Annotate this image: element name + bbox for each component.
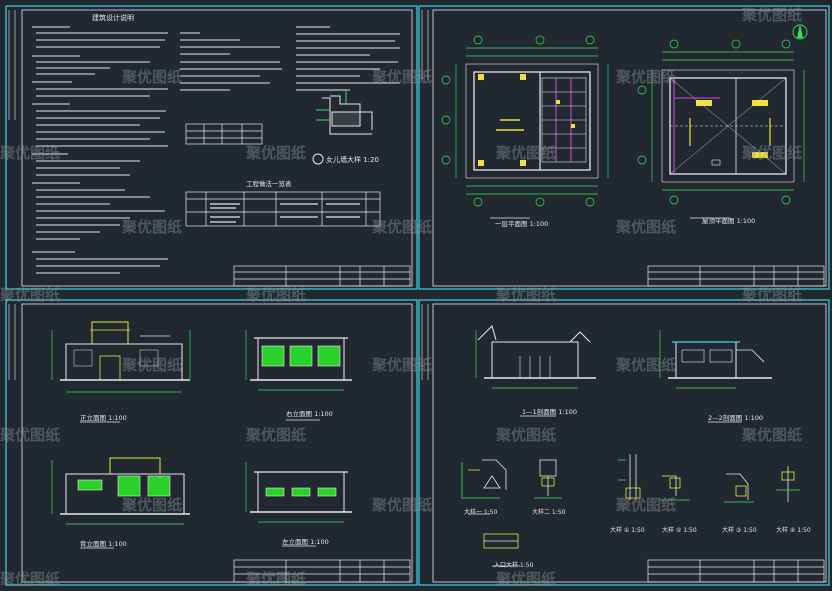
detail-3-caption: 大样 ① 1:50 [610, 526, 645, 534]
watermark-text: 聚优图纸 [245, 286, 306, 304]
right-elevation [245, 330, 352, 421]
parapet-detail [312, 90, 373, 165]
title-block [647, 265, 825, 287]
watermark-text: 聚优图纸 [615, 68, 676, 86]
parapet-detail-caption: 女儿墙大样 1:20 [326, 155, 379, 164]
watermark-text: 聚优图纸 [615, 218, 676, 236]
watermark-text: 聚优图纸 [245, 570, 306, 588]
right-elevation-caption: 右立面图 1:100 [286, 409, 333, 418]
north-arrow-icon [792, 24, 808, 40]
rear-elevation-caption: 背立面图 1:100 [80, 539, 127, 548]
left-elevation [245, 462, 352, 547]
title-block [647, 559, 825, 583]
watermark-text: 聚优图纸 [121, 68, 182, 86]
detail-2-caption: 大样二 1:50 [532, 508, 566, 516]
sheet-sections: 1—1剖面图 1:100 2—2剖面图 1:100 大样一 1:50 [418, 299, 830, 586]
watermark-text: 聚优图纸 [495, 570, 556, 588]
title-block [233, 265, 411, 287]
section-2-2-caption: 2—2剖面图 1:100 [708, 413, 763, 422]
sheet-frame [418, 5, 830, 290]
detail-6 [776, 466, 800, 502]
entry-detail-caption: 入口大样 1:50 [494, 561, 534, 569]
small-spec-table [185, 123, 263, 145]
watermark-text: 聚优图纸 [741, 286, 802, 304]
watermark-text: 聚优图纸 [495, 286, 556, 304]
detail-6-caption: 大样 ④ 1:50 [776, 526, 811, 534]
sheet-inner-border [21, 9, 413, 287]
notes-column-2 [180, 26, 400, 91]
watermark-text: 聚优图纸 [245, 144, 306, 162]
watermark-text: 聚优图纸 [495, 144, 556, 162]
watermark-text: 聚优图纸 [495, 426, 556, 444]
watermark-text: 聚优图纸 [0, 426, 60, 444]
watermark-text: 聚优图纸 [0, 144, 60, 162]
title-block [233, 559, 411, 583]
detail-4 [660, 475, 690, 501]
watermarks: 聚优图纸 聚优图纸 聚优图纸 聚优图纸 聚优图纸 聚优图纸 聚优图纸 聚优图纸 … [0, 6, 802, 588]
detail-4-caption: 大样 ② 1:50 [662, 526, 697, 534]
watermark-text: 聚优图纸 [371, 496, 432, 514]
watermark-text: 聚优图纸 [371, 68, 432, 86]
entry-detail [483, 533, 520, 567]
roof-plan [637, 39, 805, 219]
sheet-frame [5, 5, 418, 290]
watermark-text: 聚优图纸 [371, 356, 432, 374]
watermark-text: 聚优图纸 [741, 144, 802, 162]
detail-3 [618, 454, 641, 500]
sheet-frame [418, 299, 830, 586]
detail-5-caption: 大样 ③ 1:50 [722, 526, 757, 534]
sheet-frame [5, 299, 418, 586]
watermark-text: 聚优图纸 [121, 356, 182, 374]
sheet-elevations: 正立面图 1:100 右立面图 1:100 背立面图 1:100 [5, 299, 418, 586]
watermark-text: 聚优图纸 [121, 218, 182, 236]
roof-plan-caption: 屋顶平面图 1:100 [702, 217, 755, 225]
watermark-text: 聚优图纸 [0, 286, 60, 304]
sheet-design-notes: 建筑设计说明 [5, 5, 418, 290]
watermark-text: 聚优图纸 [245, 426, 306, 444]
left-elevation-caption: 左立面图 1:100 [282, 537, 329, 546]
project-table-title: 工程做法一览表 [246, 179, 292, 188]
watermark-text: 聚优图纸 [121, 496, 182, 514]
watermark-text: 聚优图纸 [741, 426, 802, 444]
detail-1 [461, 459, 507, 515]
detail-5 [724, 473, 754, 503]
watermark-text: 聚优图纸 [0, 570, 60, 588]
ground-floor-plan [441, 35, 609, 219]
watermark-text: 聚优图纸 [615, 496, 676, 514]
watermark-text: 聚优图纸 [371, 218, 432, 236]
project-table [185, 191, 381, 227]
section-2-2 [659, 330, 772, 423]
ground-floor-plan-caption: 一层平面图 1:100 [495, 220, 548, 228]
sheet-plans: 一层平面图 1:100 [418, 5, 830, 290]
detail-1-caption: 大样一 1:50 [464, 508, 498, 516]
detail-2 [534, 459, 562, 499]
watermark-text: 聚优图纸 [615, 356, 676, 374]
rear-elevation [51, 457, 190, 549]
front-elevation [51, 321, 191, 423]
section-1-1 [475, 325, 596, 417]
front-elevation-caption: 正立面图 1:100 [80, 413, 127, 422]
watermark-text: 聚优图纸 [741, 6, 802, 24]
sheet-title: 建筑设计说明 [92, 13, 134, 22]
section-1-1-caption: 1—1剖面图 1:100 [522, 407, 577, 416]
notes-column-1 [32, 26, 168, 274]
